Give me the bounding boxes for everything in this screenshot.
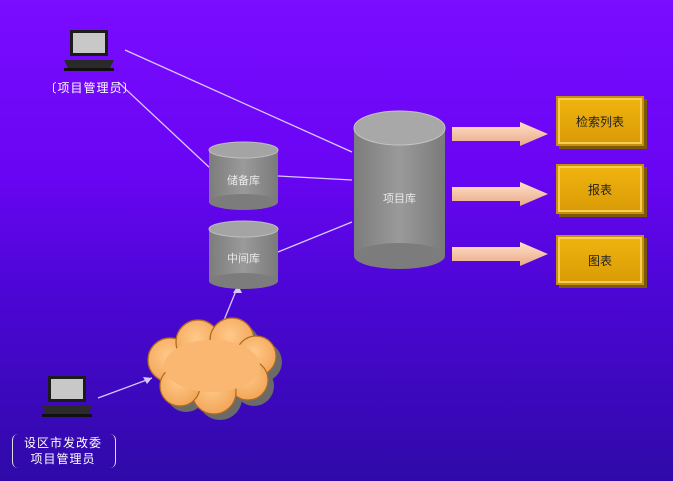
laptop-icon: [42, 376, 92, 417]
commission-label-bracket: [12, 434, 116, 468]
project-manager-label: 〔项目管理员〕: [44, 81, 136, 95]
arrowhead-cloud: [143, 377, 152, 384]
search-list-label: 检索列表: [575, 114, 624, 129]
chart-label: 图表: [587, 253, 612, 268]
connectors: [97, 49, 353, 399]
cloud-icon: [147, 317, 282, 420]
output-arrows: [452, 122, 548, 266]
connector-arrowheads: [143, 285, 242, 384]
line-reserve-to-projectdb: [277, 175, 353, 181]
project-db-label: 项目库: [383, 192, 416, 205]
arrow-to-chart: [452, 242, 548, 266]
commission-label-line2: 项目管理员: [30, 452, 96, 466]
arrow-to-report: [452, 182, 548, 206]
arrow-to-search-list: [452, 122, 548, 146]
line-manager-to-reservedb: [117, 81, 211, 169]
search-list-box: 检索列表: [556, 96, 644, 146]
commission-label-line1: 设区市发改委: [23, 436, 102, 450]
reserve-db-cylinder: [208, 141, 279, 210]
project-db-cylinder: [353, 110, 446, 269]
line-middle-to-projectdb: [277, 221, 353, 253]
chart-box: 图表: [556, 235, 644, 285]
line-manager-to-projectdb: [124, 49, 353, 153]
report-label: 报表: [587, 182, 612, 197]
line-commission-to-cloud: [97, 377, 153, 399]
report-box: 报表: [556, 164, 644, 214]
laptop-icon: [64, 30, 114, 71]
middle-db-label: 中间库: [227, 252, 260, 265]
arrowhead-middledb: [233, 285, 242, 293]
reserve-db-label: 储备库: [227, 174, 260, 187]
middle-db-cylinder: [208, 220, 279, 289]
